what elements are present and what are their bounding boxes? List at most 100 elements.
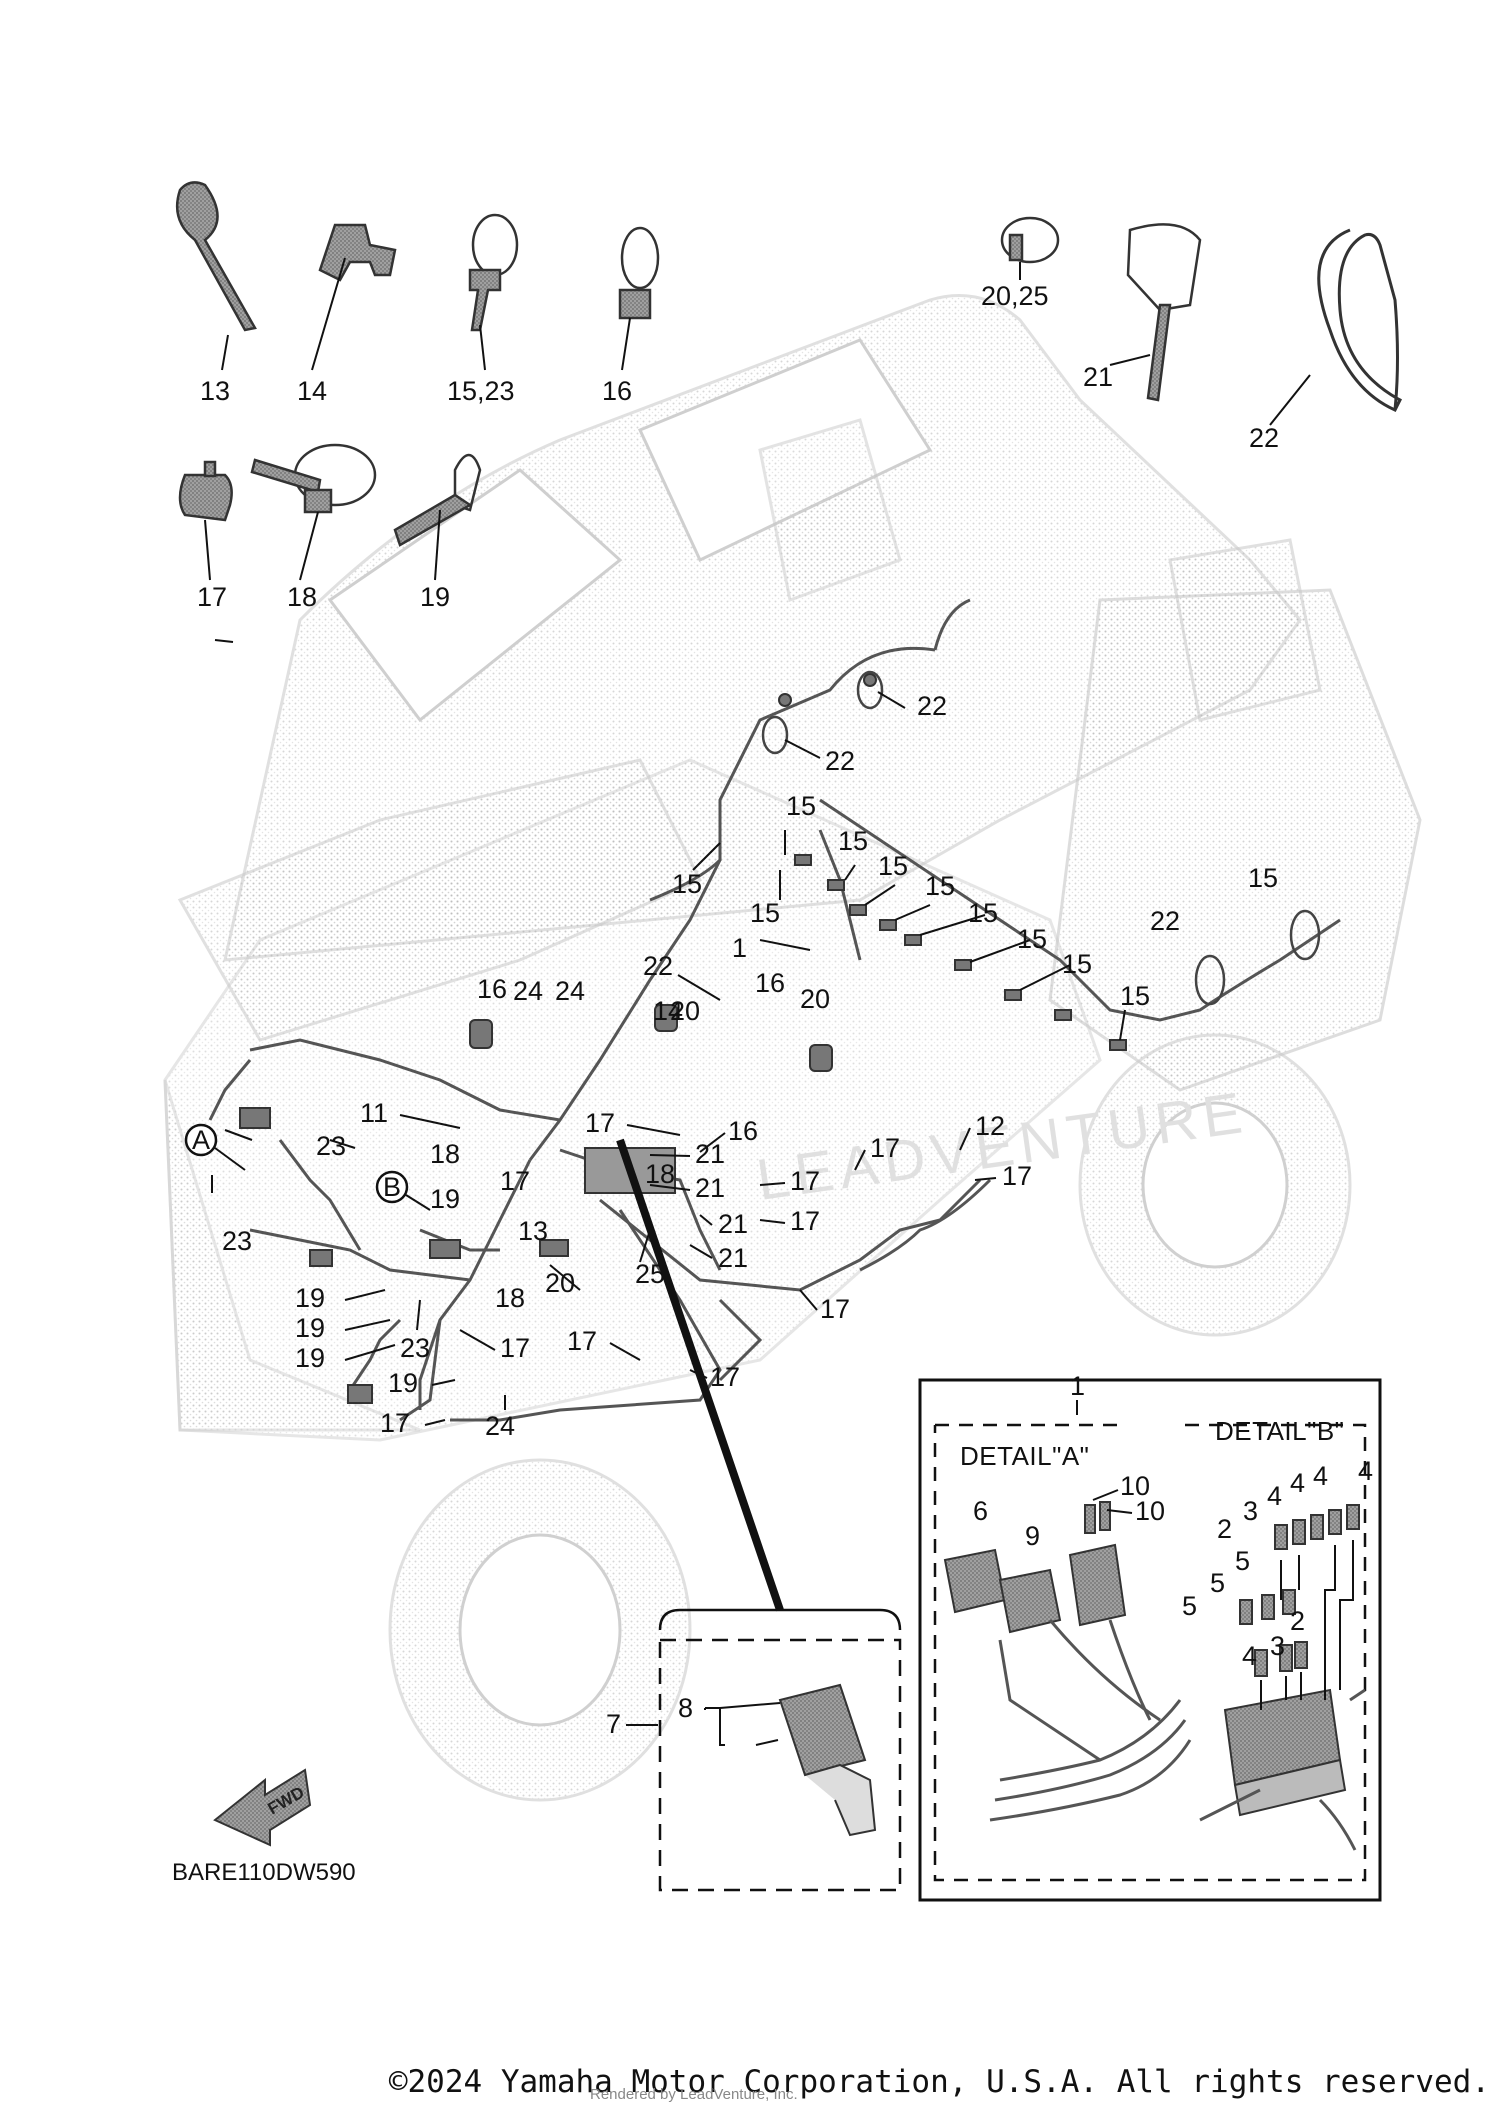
cable-tie-22-icon — [1317, 228, 1402, 412]
detail-a-relays — [943, 1501, 1127, 1634]
callout: 5 — [1182, 1591, 1197, 1621]
detail-a-title: DETAIL"A" — [960, 1441, 1089, 1471]
circle-callouts: A B — [184, 1123, 431, 1211]
callout: 24 — [485, 1411, 515, 1441]
callout: 23 — [316, 1131, 346, 1161]
detail-box: 1 DETAIL"A" DETAIL"B" 6 9 10 10 — [918, 1371, 1382, 1902]
copyright-notice: ©2024 Yamaha Motor Corporation, U.S.A. A… — [388, 2064, 1490, 2100]
callout: 5 — [1235, 1546, 1250, 1576]
callout: 19 — [430, 1184, 460, 1214]
callout: 17 — [500, 1166, 530, 1196]
callout: 10 — [1135, 1496, 1165, 1526]
callout: 17 — [500, 1333, 530, 1363]
callout: 20 — [670, 996, 700, 1026]
callout: 19 — [295, 1343, 325, 1373]
callout: 1 — [732, 933, 747, 963]
callout: 1 — [1070, 1371, 1085, 1401]
cable-tie-21-icon — [1126, 223, 1202, 402]
callout: 17 — [1002, 1161, 1032, 1191]
inset-relay: 7 8 — [606, 1138, 902, 1892]
legend-leaders — [204, 257, 1311, 581]
svg-text:A: A — [192, 1125, 210, 1155]
callout: 3 — [1270, 1631, 1285, 1661]
svg-text:B: B — [383, 1172, 401, 1202]
callout: 21 — [718, 1209, 748, 1239]
callout: 24 — [513, 976, 543, 1006]
callout: 16 — [728, 1116, 758, 1146]
callout: 16 — [755, 968, 785, 998]
callout: 17 — [790, 1166, 820, 1196]
callout: 15 — [878, 851, 908, 881]
callout: 21 — [718, 1243, 748, 1273]
detail-a-labels: 6 9 10 10 — [973, 1471, 1165, 1551]
drawing-code: BARE110DW590 — [172, 1859, 356, 1886]
cable-tie-13-icon — [175, 181, 257, 332]
band-16-icon — [618, 226, 660, 320]
callout: 6 — [973, 1496, 988, 1526]
callout: 8 — [678, 1693, 693, 1723]
legend-label-14: 14 — [297, 376, 327, 406]
wire-harness — [208, 598, 1341, 1422]
callout: 3 — [1243, 1496, 1258, 1526]
callout: 10 — [1120, 1471, 1150, 1501]
clip-17-icon — [178, 460, 233, 522]
callout: 20 — [800, 984, 830, 1014]
callout-numbers-lower: 11 23 23 17 16 12 18 17 21 21 17 17 18 2… — [222, 1098, 1032, 1441]
detail-b-labels: 4 4 4 4 3 2 5 5 5 4 3 2 — [1182, 1456, 1373, 1671]
callout: 13 — [518, 1216, 548, 1246]
callout: 21 — [695, 1173, 725, 1203]
callout: 4 — [1267, 1481, 1282, 1511]
callout-numbers: 22 22 15 15 15 15 15 15 15 15 15 15 15 2… — [477, 691, 1278, 1506]
callout: 15 — [786, 791, 816, 821]
callout: 17 — [380, 1408, 410, 1438]
callout: 19 — [388, 1368, 418, 1398]
callout: 15 — [1248, 863, 1278, 893]
legend-label-20-25: 20,25 — [981, 281, 1049, 311]
detail-b-leaders — [1260, 1540, 1354, 1710]
callout: 18 — [495, 1283, 525, 1313]
callout: 17 — [710, 1362, 740, 1392]
callout: 4 — [1242, 1641, 1257, 1671]
legend-label-16: 16 — [602, 376, 632, 406]
callout: 4 — [1358, 1456, 1373, 1486]
clamp-14-icon — [318, 223, 397, 282]
callout: 4 — [1313, 1461, 1328, 1491]
callout: 22 — [643, 951, 673, 981]
legend-label-15-23: 15,23 — [447, 376, 515, 406]
legend-parts — [175, 181, 1402, 547]
callout: 15 — [750, 898, 780, 928]
harness-ties — [761, 670, 1321, 1006]
callout: 15 — [925, 871, 955, 901]
callout: 19 — [295, 1283, 325, 1313]
legend-label-21: 21 — [1083, 362, 1113, 392]
band-18-icon — [250, 443, 377, 514]
callout: 4 — [1290, 1468, 1305, 1498]
callout: 2 — [1290, 1606, 1305, 1636]
callout: 11 — [360, 1098, 388, 1128]
callout: 15 — [1062, 949, 1092, 979]
callout: 9 — [1025, 1521, 1040, 1551]
callout: 17 — [567, 1326, 597, 1356]
callout: 17 — [790, 1206, 820, 1236]
band-15-23-icon — [468, 213, 519, 332]
detail-b-marker — [375, 1170, 409, 1204]
legend-label-13: 13 — [200, 376, 230, 406]
callout: 23 — [222, 1226, 252, 1256]
callout: 22 — [917, 691, 947, 721]
callout: 12 — [975, 1111, 1005, 1141]
callout: 17 — [585, 1108, 615, 1138]
detail-b-harness — [1199, 1688, 1366, 1851]
legend-label-19: 19 — [420, 582, 450, 612]
detail-a-harness — [989, 1619, 1192, 1822]
callout: 15 — [968, 898, 998, 928]
callout: 7 — [606, 1709, 621, 1739]
callout: 18 — [430, 1139, 460, 1169]
callout: 22 — [825, 746, 855, 776]
callout: 15 — [1120, 981, 1150, 1011]
callout: 17 — [870, 1133, 900, 1163]
callout: 24 — [555, 976, 585, 1006]
callout: 15 — [1017, 924, 1047, 954]
callout: 23 — [400, 1333, 430, 1363]
callout: 22 — [1150, 906, 1180, 936]
callout: 14 — [653, 996, 683, 1026]
